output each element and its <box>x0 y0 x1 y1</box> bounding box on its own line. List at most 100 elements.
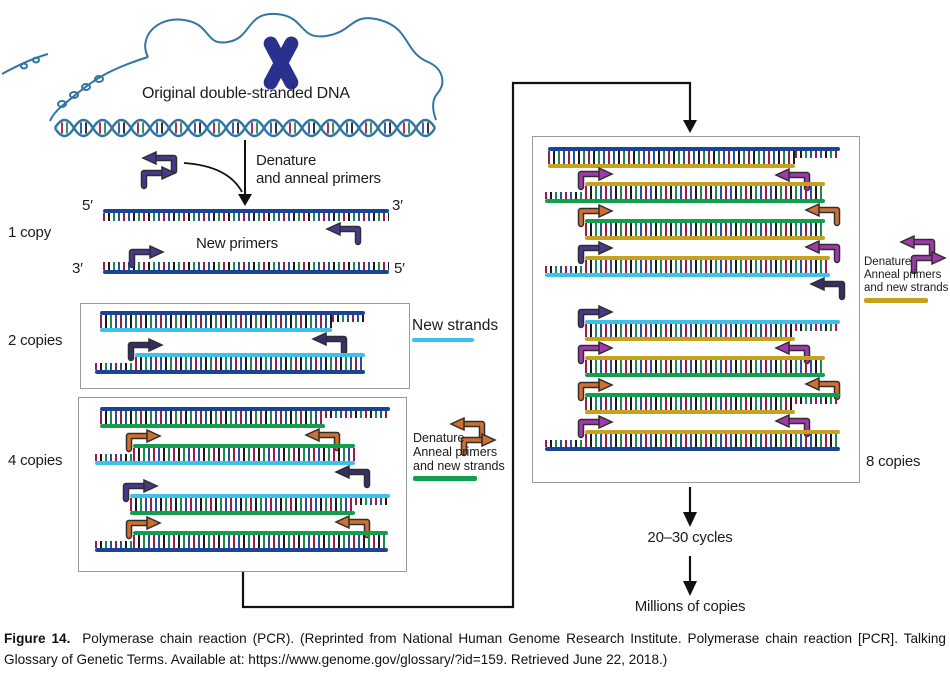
dna-strand-backbone <box>103 209 389 213</box>
legend-right-line2: Anneal primers <box>864 269 942 281</box>
dna-teeth <box>548 151 795 164</box>
dna-teeth <box>795 151 840 158</box>
dna-strand-backbone <box>585 182 825 186</box>
primer-arrow <box>460 432 497 457</box>
dna-strand-backbone <box>135 353 365 357</box>
primer-arrow <box>577 304 614 329</box>
dna-strand-backbone <box>95 461 355 465</box>
primer-arrow <box>577 414 614 439</box>
dna-teeth <box>103 262 389 270</box>
dna-teeth <box>103 213 389 221</box>
dna-strand-backbone <box>100 424 325 428</box>
denature-label-line2: and anneal primers <box>256 170 381 187</box>
figure-caption-label: Figure 14. <box>4 631 71 646</box>
dna-strand-backbone <box>585 320 840 324</box>
chromosome-icon <box>263 36 299 90</box>
primer-arrow <box>804 202 841 227</box>
dna-teeth <box>545 266 585 273</box>
dna-strand-backbone <box>133 531 388 535</box>
legend-left-line1: Denature <box>413 431 465 445</box>
dna-strand-backbone <box>95 370 365 374</box>
green-strand-swatch <box>413 476 477 481</box>
dna-teeth <box>135 357 365 370</box>
dna-strand-backbone <box>548 147 840 151</box>
dna-strand-backbone <box>545 273 830 277</box>
primer-arrow <box>910 250 947 275</box>
chromatin-thread <box>1 12 444 122</box>
dna-strand-backbone <box>548 164 795 168</box>
dna-strand-backbone <box>585 356 825 360</box>
primer-arrow <box>577 240 614 265</box>
dna-teeth <box>585 223 825 236</box>
dna-strand-backbone <box>585 373 825 377</box>
primer-arrow <box>774 413 811 438</box>
dna-teeth <box>332 315 365 322</box>
dna-teeth <box>585 434 840 447</box>
dna-teeth <box>795 397 840 404</box>
dna-strand-backbone <box>585 219 825 223</box>
figure-caption: Figure 14. Polymerase chain reaction (PC… <box>4 628 946 670</box>
legend-denature-right: Denature Anneal primers and new strands <box>864 256 948 303</box>
primer-arrow <box>809 276 846 301</box>
dna-strand-backbone <box>585 337 795 341</box>
denature-arrow <box>183 140 246 196</box>
dna-strand-backbone <box>585 430 840 434</box>
dna-teeth <box>130 498 355 511</box>
yellow-strand-swatch <box>864 298 928 303</box>
dna-strand-backbone <box>585 236 825 240</box>
new-strands-label: New strands <box>412 317 499 334</box>
dna-teeth <box>585 324 795 337</box>
cycles-label: 20–30 cycles <box>647 529 733 546</box>
dna-teeth <box>585 186 825 199</box>
dna-teeth <box>133 535 388 548</box>
legend-right-line3: and new strands <box>864 282 949 294</box>
dna-teeth <box>795 324 840 331</box>
primer-arrow <box>334 464 371 489</box>
legend-left-line3: and new strands <box>413 459 505 473</box>
cyan-strand-swatch <box>412 338 474 342</box>
figure-caption-text: Polymerase chain reaction (PCR). (Reprin… <box>4 631 946 667</box>
dna-strand-backbone <box>95 548 388 552</box>
primer-arrow <box>311 331 348 356</box>
primer-arrow <box>577 340 614 365</box>
dna-strand-backbone <box>545 447 840 451</box>
dna-strand-backbone <box>130 494 390 498</box>
new-primers-label: New primers <box>196 235 278 252</box>
dna-teeth <box>325 411 390 418</box>
primer-arrow <box>804 239 841 264</box>
primer-arrow <box>304 427 341 452</box>
two-copies-label: 2 copies <box>8 332 63 349</box>
dna-strand-backbone <box>130 511 355 515</box>
dna-teeth <box>133 448 355 461</box>
dna-strand-backbone <box>100 328 332 332</box>
dna-teeth <box>100 315 332 328</box>
dna-teeth <box>355 498 390 505</box>
five-prime-bottom: 5′ <box>394 260 405 277</box>
three-prime-bottom: 3′ <box>72 260 83 277</box>
dna-teeth <box>100 411 325 424</box>
primer-arrow <box>577 203 614 228</box>
dna-teeth <box>95 454 133 461</box>
dna-teeth <box>545 192 585 199</box>
dna-teeth <box>95 363 135 370</box>
denature-label-line1: Denature <box>256 152 317 169</box>
five-prime-top: 5′ <box>82 197 93 214</box>
eight-copies-label: 8 copies <box>866 453 921 470</box>
dna-helix-art <box>1 12 697 609</box>
one-copy-label: 1 copy <box>8 224 51 241</box>
millions-label: Millions of copies <box>634 598 746 615</box>
double-helix <box>53 118 437 138</box>
dna-teeth <box>585 260 830 273</box>
dna-teeth <box>585 360 825 373</box>
denature-arrowhead <box>238 194 252 206</box>
cycles-arrowhead-1 <box>683 512 697 527</box>
dna-teeth <box>545 440 585 447</box>
dna-teeth <box>95 541 133 548</box>
cycles-arrowhead-2 <box>683 581 697 596</box>
dna-strand-backbone <box>100 407 390 411</box>
dna-strand-backbone <box>585 410 795 414</box>
dna-strand-backbone <box>103 270 389 274</box>
primer-arrow <box>140 165 177 190</box>
legend-new-strands: New strands <box>412 317 498 342</box>
